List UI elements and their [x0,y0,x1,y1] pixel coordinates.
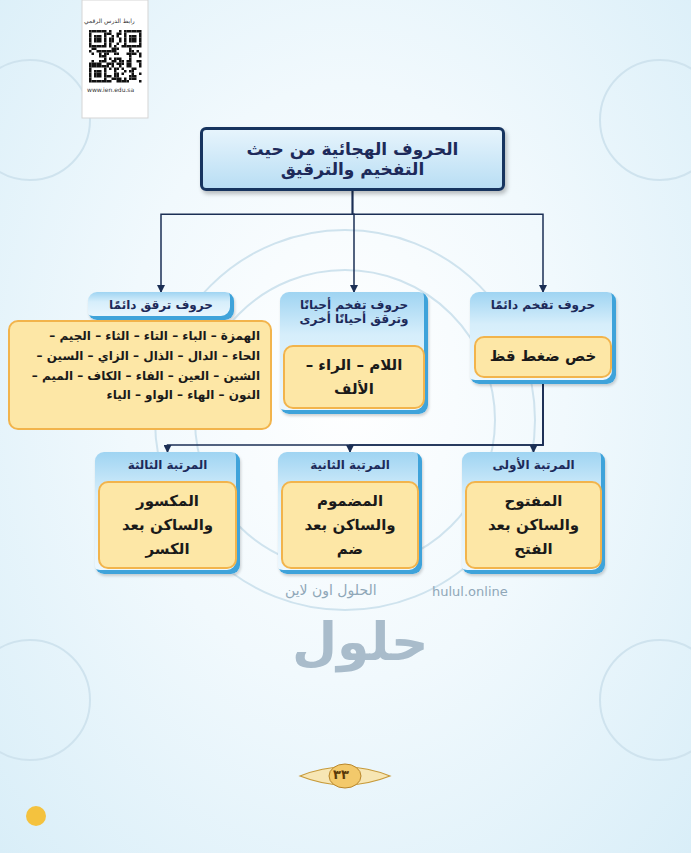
box-text: المضموم والساكن بعد ضم [289,489,411,561]
rank-box: المرتبة الثانية المضموم والساكن بعد ضم [278,452,422,574]
box-text: خص ضغط قظ [482,344,604,368]
watermark: الحلول اون لاين [285,582,377,598]
box-text: المكسور والساكن بعد الكسر [106,489,229,561]
box-text: المفتوح والساكن بعد الفتح [473,489,594,561]
heading-text: المرتبة الأولى [468,458,599,472]
rank-content-box: المكسور والساكن بعد الكسر [98,481,237,569]
rank-content-box: المفتوح والساكن بعد الفتح [465,481,602,569]
letters-list-box: الهمزة – الباء – التاء – الثاء – الجيم –… [8,320,272,430]
connector-arrow [161,191,353,292]
qr-caption: رابط الدرس الرقمي [84,17,135,24]
category-box: حروف ترقق دائمًاالهمزة – الباء – التاء –… [88,292,234,320]
rank-box: المرتبة الثالثة المكسور والساكن بعد الكسر [95,452,240,574]
watermark: حلول [292,612,428,672]
category-box: حروف تفخم أحيانًا وترقق أحيانًا أخرى اللا… [280,292,428,414]
title-box: الحروف الهجائية من حيث التفخيم والترقيق [200,127,505,191]
letters-box: خص ضغط قظ [474,336,612,378]
qr-card [82,0,148,118]
box-text: الهمزة – الباء – التاء – الثاء – الجيم –… [20,327,260,406]
ornament [0,60,691,760]
heading-text: المرتبة الثالثة [101,458,234,472]
watermark: hulul.online [432,584,508,599]
rank-box: المرتبة الأولى المفتوح والساكن بعد الفتح [462,452,605,574]
category-box: حروف تفخم دائمًا خص ضغط قظ [470,292,616,384]
connector-arrow [353,191,544,292]
corner-icon [26,806,46,826]
qr-code [89,30,142,83]
heading-text: المرتبة الثانية [284,458,416,472]
heading-text: حروف ترقق دائمًا [94,298,228,312]
page-ornament [300,764,390,788]
letters-box: اللام – الراء – الألف [283,345,425,409]
heading-text: حروف تفخم دائمًا [476,298,610,312]
qr-url: www.ien.edu.sa [87,86,134,93]
heading-text: حروف تفخم أحيانًا وترقق أحيانًا أخرى [286,298,422,326]
heading-text: الحروف الهجائية من حيث التفخيم والترقيق [213,139,492,179]
rank-content-box: المضموم والساكن بعد ضم [281,481,419,569]
box-text: اللام – الراء – الألف [291,353,417,401]
page-number: ٣٣ [333,767,349,782]
connector-arrow [534,384,544,452]
